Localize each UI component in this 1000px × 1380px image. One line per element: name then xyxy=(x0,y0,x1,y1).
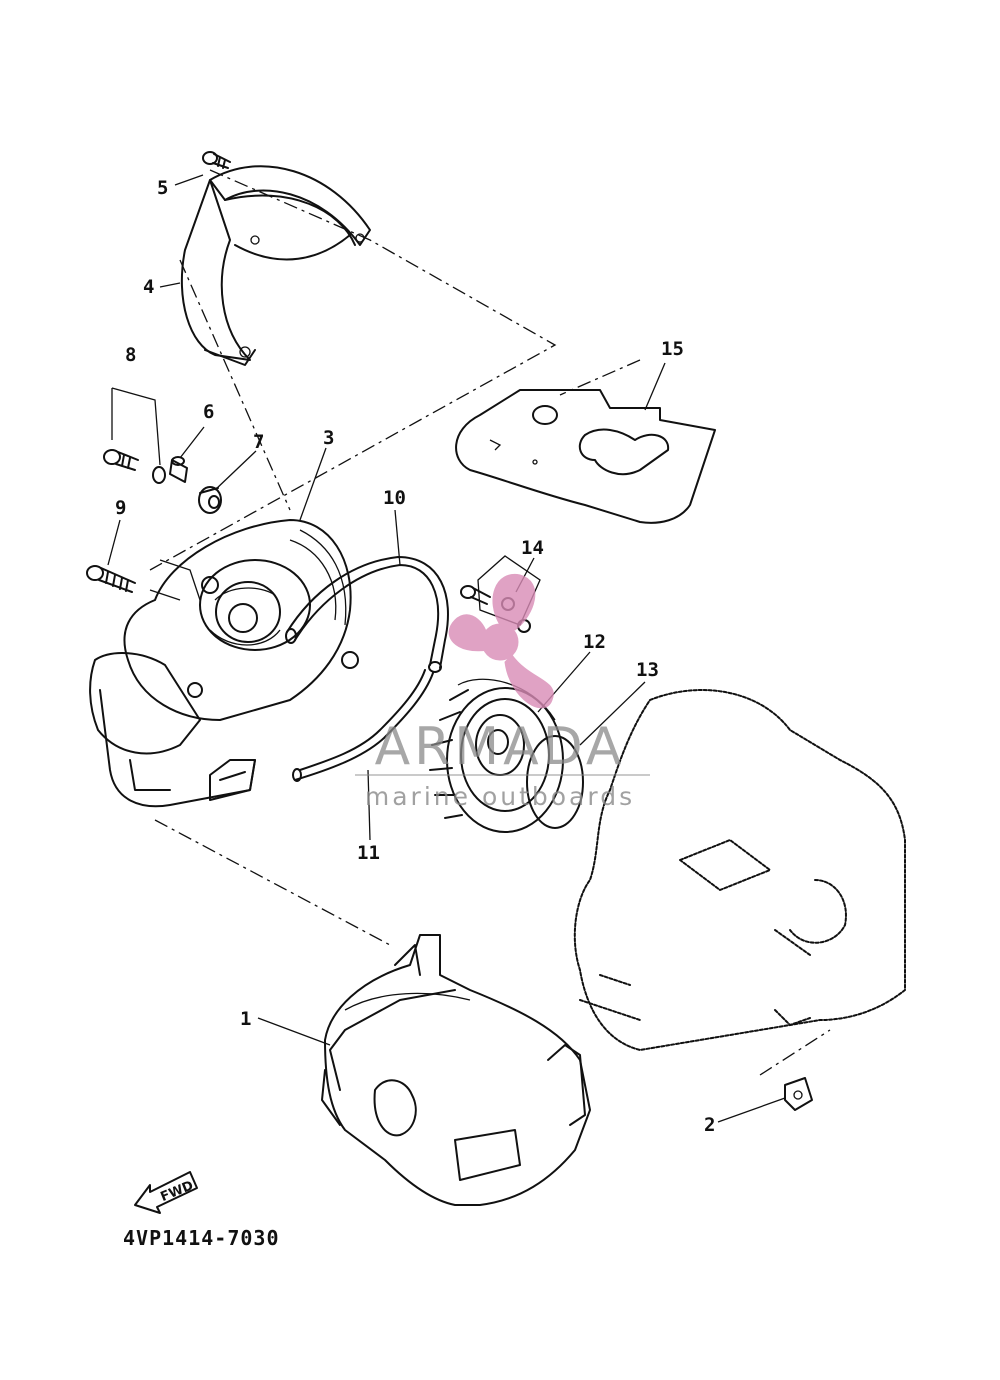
assembly-guide-lines xyxy=(149,169,831,1076)
fwd-label: FWD xyxy=(158,1178,195,1205)
part-5-screw xyxy=(202,151,231,169)
part-6-collar xyxy=(169,456,188,483)
part-13-o-ring xyxy=(526,735,584,829)
callout-15: 15 xyxy=(661,338,684,360)
part-4-shroud-band xyxy=(180,165,371,366)
leader-lines xyxy=(107,174,786,1123)
part-1-bottom-cover xyxy=(321,934,591,1206)
callout-14: 14 xyxy=(521,537,544,559)
part-9-bolt xyxy=(86,565,136,593)
part-3-air-duct xyxy=(89,519,359,808)
callout-6: 6 xyxy=(203,401,214,423)
callout-10: 10 xyxy=(383,487,406,509)
callout-3: 3 xyxy=(323,427,334,449)
callout-12: 12 xyxy=(583,631,606,653)
callout-5: 5 xyxy=(157,177,168,199)
callout-9: 9 xyxy=(115,497,126,519)
watermark-logo: ARMADA marine outboards xyxy=(355,574,650,811)
callout-8: 8 xyxy=(125,344,136,366)
part-10-hose xyxy=(285,556,449,673)
engine-block xyxy=(573,689,906,1051)
part-8-bolt xyxy=(103,449,166,484)
callout-1: 1 xyxy=(240,1008,251,1030)
callout-11: 11 xyxy=(357,842,380,864)
callout-13: 13 xyxy=(636,659,659,681)
fwd-arrow-icon: FWD xyxy=(134,1171,198,1214)
callout-2: 2 xyxy=(704,1114,715,1136)
propeller-logo-icon xyxy=(448,574,554,709)
watermark-brand: ARMADA xyxy=(375,717,626,777)
part-2-clip xyxy=(784,1077,813,1111)
callout-4: 4 xyxy=(143,276,154,298)
watermark-tagline: marine outboards xyxy=(365,782,635,811)
part-15-gasket xyxy=(455,389,716,524)
part-7-grommet xyxy=(198,486,222,514)
callout-labels: 1 2 3 4 5 6 7 8 9 10 11 12 13 14 15 xyxy=(115,177,715,1136)
callout-7: 7 xyxy=(253,431,264,453)
part-11-hose xyxy=(292,669,434,782)
part-code: 4VP1414-7030 xyxy=(123,1226,280,1250)
